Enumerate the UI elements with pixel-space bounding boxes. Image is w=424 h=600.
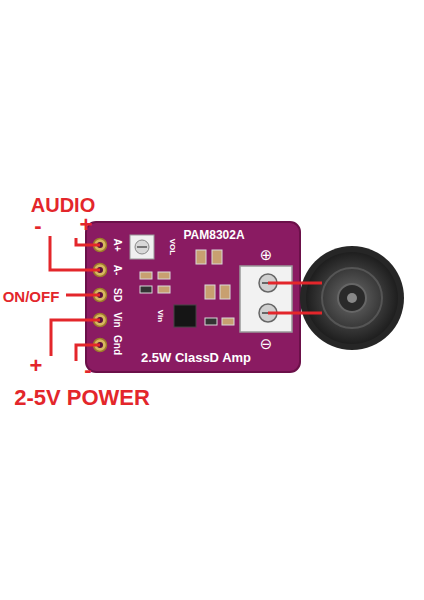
pin-name: A+ [112,238,122,251]
pin-name: A- [112,265,122,276]
pin-name: Gnd [112,335,122,355]
part-number: PAM8302A [183,229,244,241]
power-heading: 2-5V POWER [14,387,150,409]
polarity-sign: - [84,359,91,381]
board-title: 2.5W ClassD Amp [141,351,251,364]
polarity-sign: + [30,355,43,377]
shutdown-label: ON/OFF [3,289,60,304]
speaker [300,246,404,350]
pin-name: Vin [112,312,122,327]
polarity-sign: + [80,214,93,236]
volume-pot [130,235,154,259]
amp-chip [174,305,196,327]
silkscreen-label: Vin [156,310,164,322]
silkscreen-label: VOL [168,239,176,255]
pcb-board [86,222,300,372]
pin-name: SD [112,288,122,302]
terminal-polarity: ⊖ [260,336,273,351]
polarity-sign: - [34,215,41,237]
audio-heading: AUDIO [31,195,95,215]
screw-terminal [240,266,292,332]
speaker-wires [268,283,322,313]
terminal-polarity: ⊕ [260,247,273,262]
